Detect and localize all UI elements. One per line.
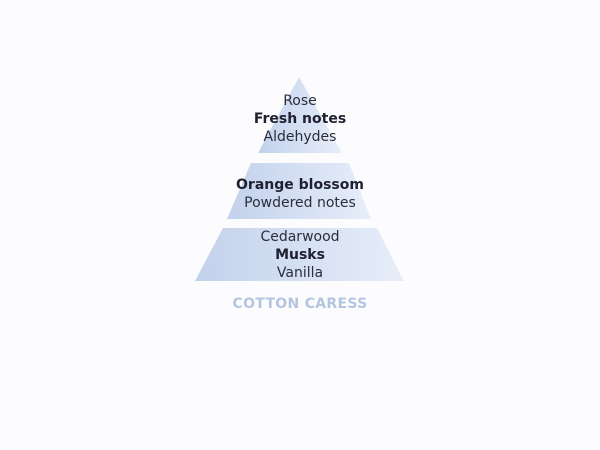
product-name-label: COTTON CARESS — [232, 296, 368, 312]
base-note: Vanilla — [276, 265, 324, 281]
base-note: Musks — [275, 247, 325, 263]
pyramid-tier-top — [258, 77, 342, 153]
top-note: Rose — [283, 93, 317, 109]
heart-note: Orange blossom — [236, 177, 364, 193]
top-note: Fresh notes — [253, 111, 347, 127]
top-note: Aldehydes — [263, 129, 337, 145]
heart-note: Powdered notes — [244, 195, 356, 211]
pyramid-tier-middle — [227, 163, 371, 219]
base-note: Cedarwood — [260, 229, 340, 245]
pyramid-tier-base — [195, 228, 404, 281]
